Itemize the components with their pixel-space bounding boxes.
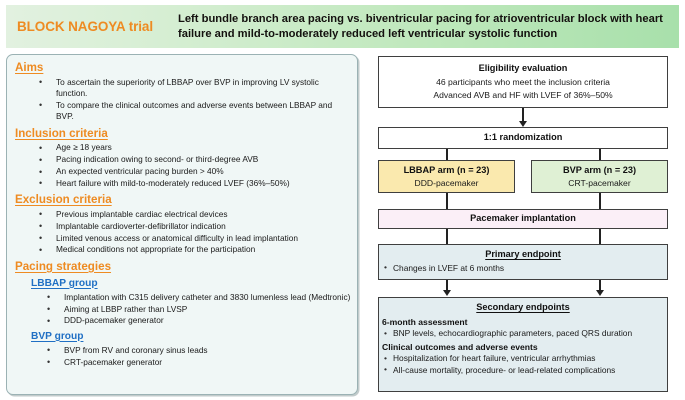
lbbap-arm-line-1: DDD-pacemaker xyxy=(414,177,479,188)
trial-name: BLOCK NAGOYA trial xyxy=(17,18,153,34)
list-item: BVP from RV and coronary sinus leads xyxy=(45,344,351,357)
list-item: Limited venous access or anatomical diff… xyxy=(37,232,351,245)
flow-node-randomization: 1:1 randomization xyxy=(378,127,668,149)
list-item: BNP levels, echocardiographic parameters… xyxy=(383,328,664,340)
flow-node-bvp-arm: BVP arm (n = 23) CRT-pacemaker xyxy=(531,160,668,193)
implantation-title: Pacemaker implantation xyxy=(470,213,576,224)
secondary-endpoints-title: Secondary endpoints xyxy=(476,302,570,312)
list-item: Previous implantable cardiac electrical … xyxy=(37,208,351,221)
list-item: DDD-pacemaker generator xyxy=(45,315,351,328)
header-banner: BLOCK NAGOYA trial Left bundle branch ar… xyxy=(6,5,679,48)
aims-list: To ascertain the superiority of LBBAP ov… xyxy=(37,76,351,123)
lbbap-arm-title: LBBAP arm (n = 23) xyxy=(403,165,490,175)
list-item: Age ≥ 18 years xyxy=(37,142,351,155)
list-item: Implantable cardioverter-defibrillator i… xyxy=(37,220,351,233)
list-item: Pacing indication owing to second- or th… xyxy=(37,154,351,167)
flow-node-pacemaker-implantation: Pacemaker implantation xyxy=(378,209,668,229)
subsection-heading-lbbap-group: LBBAP group xyxy=(31,277,98,289)
arrowhead-down-secondary-right xyxy=(596,290,604,296)
flow-node-secondary-endpoints: Secondary endpoints 6-month assessment B… xyxy=(378,297,668,392)
flow-node-lbbap-arm: LBBAP arm (n = 23) DDD-pacemaker xyxy=(378,160,515,193)
secondary-group-2-list: Hospitalization for heart failure, ventr… xyxy=(379,353,667,376)
eligibility-title: Eligibility evaluation xyxy=(478,63,568,73)
section-heading-inclusion-criteria: Inclusion criteria xyxy=(15,126,108,140)
trial-summary-panel: Aims To ascertain the superiority of LBB… xyxy=(6,54,358,395)
bvp-arm-title: BVP arm (n = 23) xyxy=(562,165,637,175)
primary-endpoint-list: Changes in LVEF at 6 months xyxy=(379,262,667,274)
section-heading-exclusion-criteria: Exclusion criteria xyxy=(15,193,112,207)
section-heading-aims: Aims xyxy=(15,61,44,74)
bvp-group-list: BVP from RV and coronary sinus leads CRT… xyxy=(45,344,351,369)
list-item: All-cause mortality, procedure- or lead-… xyxy=(383,364,664,376)
list-item: Hospitalization for heart failure, ventr… xyxy=(383,353,664,365)
connector-lbbap-to-implantation xyxy=(446,193,448,209)
subsection-heading-bvp-group: BVP group xyxy=(31,330,84,342)
list-item: To compare the clinical outcomes and adv… xyxy=(37,99,351,123)
secondary-group-2-label: Clinical outcomes and adverse events xyxy=(382,341,538,352)
bvp-arm-line-1: CRT-pacemaker xyxy=(568,177,631,188)
flow-node-primary-endpoint: Primary endpoint Changes in LVEF at 6 mo… xyxy=(378,244,668,280)
connector-primary-to-secondary-left xyxy=(446,280,448,294)
connector-eligibility-to-randomization xyxy=(522,108,524,125)
arrowhead-down-randomization xyxy=(519,121,527,127)
secondary-group-1-list: BNP levels, echocardiographic parameters… xyxy=(379,328,667,340)
inclusion-criteria-list: Age ≥ 18 years Pacing indication owing t… xyxy=(37,142,351,190)
study-flowchart: Eligibility evaluation 46 participants w… xyxy=(366,54,680,395)
secondary-group-1-label: 6-month assessment xyxy=(382,316,468,327)
list-item: An expected ventricular pacing burden > … xyxy=(37,165,351,178)
list-item: Medical conditions not appropriate for t… xyxy=(37,244,351,257)
connector-randomization-to-bvp xyxy=(599,149,601,160)
connector-primary-to-secondary-right xyxy=(599,280,601,294)
eligibility-line-1: 46 participants who meet the inclusion c… xyxy=(436,76,610,87)
trial-subtitle: Left bundle branch area pacing vs. biven… xyxy=(178,12,663,40)
connector-randomization-to-lbbap xyxy=(446,149,448,160)
list-item: Changes in LVEF at 6 months xyxy=(383,262,664,274)
lbbap-group-list: Implantation with C315 delivery catheter… xyxy=(45,291,351,328)
flow-node-eligibility-evaluation: Eligibility evaluation 46 participants w… xyxy=(378,56,668,108)
connector-implantation-to-primary-left xyxy=(446,229,448,244)
eligibility-line-2: Advanced AVB and HF with LVEF of 36%–50% xyxy=(433,90,613,101)
primary-endpoint-title: Primary endpoint xyxy=(485,249,561,259)
arrowhead-down-secondary-left xyxy=(443,290,451,296)
list-item: Aiming at LBBP rather than LVSP xyxy=(45,303,351,316)
list-item: To ascertain the superiority of LBBAP ov… xyxy=(37,76,351,100)
list-item: Implantation with C315 delivery catheter… xyxy=(45,291,351,304)
exclusion-criteria-list: Previous implantable cardiac electrical … xyxy=(37,208,351,257)
connector-implantation-to-primary-right xyxy=(599,229,601,244)
randomization-title: 1:1 randomization xyxy=(483,132,563,143)
list-item: Heart failure with mild-to-moderately re… xyxy=(37,177,351,190)
section-heading-pacing-strategies: Pacing strategies xyxy=(15,259,112,273)
list-item: CRT-pacemaker generator xyxy=(45,356,351,369)
connector-bvp-to-implantation xyxy=(599,193,601,209)
